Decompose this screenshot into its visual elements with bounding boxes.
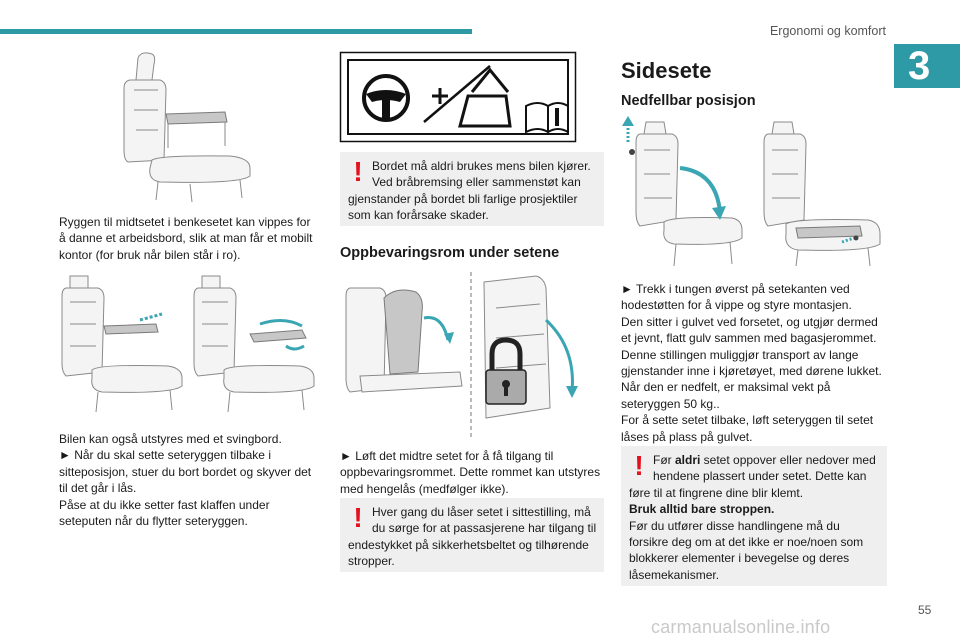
illustration-seat-table bbox=[123, 52, 251, 203]
warning-box-table: ! Bordet må aldri brukes mens bilen kjør… bbox=[340, 152, 604, 226]
warning-box-seatbelt: ! Hver gang du låser setet i sittestilli… bbox=[340, 498, 604, 572]
warning-text-tail: Før du utfører disse handlingene må du f… bbox=[629, 518, 864, 582]
warning-text: Bordet må aldri brukes mens bilen kjører… bbox=[348, 159, 591, 223]
text-line: Bilen kan også utstyres med et svingbord… bbox=[59, 432, 282, 446]
text-line: Den sitter i gulvet ved forsetet, og utg… bbox=[621, 314, 878, 346]
warning-text: Før aldri setet oppover eller nedover me… bbox=[629, 452, 881, 501]
paragraph-fold-seat: ► Trekk i tungen øverst på setekanten ve… bbox=[621, 281, 887, 445]
padlock-icon bbox=[485, 337, 527, 405]
heading-storage: Oppbevaringsrom under setene bbox=[340, 245, 560, 261]
illustration-swing-table-left bbox=[61, 275, 183, 413]
watermark: carmanualsonline.info bbox=[651, 617, 831, 637]
warning-strong: Bruk alltid bare stroppen. bbox=[629, 502, 775, 517]
exclamation-icon: ! bbox=[353, 502, 363, 533]
subsection-heading: Nedfellbar posisjon bbox=[621, 93, 756, 109]
section-heading: Sidesete bbox=[621, 58, 712, 83]
text-line: Påse at du ikke setter fast klaffen unde… bbox=[59, 497, 270, 529]
page-number: 55 bbox=[918, 603, 932, 617]
text-line: Denne stillingen muliggjør transport av … bbox=[621, 347, 882, 379]
exclamation-icon: ! bbox=[353, 156, 363, 187]
illustration-storage bbox=[345, 272, 578, 440]
no-driving-pictogram bbox=[339, 51, 577, 143]
header-accent-bar bbox=[0, 29, 472, 34]
warning-text-part: Før bbox=[653, 453, 675, 467]
text-line: Når den er nedfelt, er maksimal vekt på … bbox=[621, 380, 831, 411]
warning-text-emphasis: aldri bbox=[675, 453, 701, 467]
paragraph-swing-table: Bilen kan også utstyres med et svingbord… bbox=[59, 431, 319, 529]
manual-book-icon bbox=[525, 102, 569, 134]
steering-wheel-icon bbox=[362, 74, 410, 122]
section-title: Ergonomi og komfort bbox=[769, 24, 886, 38]
illustration-fold-seat-down bbox=[763, 121, 881, 267]
illustration-swing-table-right bbox=[193, 275, 315, 413]
text-line: ► Trekk i tungen øverst på setekanten ve… bbox=[621, 282, 852, 313]
paragraph-storage: ► Løft det midtre setet for å få tilgang… bbox=[340, 449, 601, 496]
warning-text: Hver gang du låser setet i sittestilling… bbox=[348, 505, 597, 569]
paragraph-work-table: Ryggen til midtsetet i benkesetet kan vi… bbox=[59, 215, 313, 262]
chapter-tab bbox=[894, 44, 960, 88]
exclamation-icon: ! bbox=[634, 450, 644, 481]
warning-text-part: setet oppover eller nedover med hendene … bbox=[629, 453, 876, 500]
text-line: ► Når du skal sette seteryggen tilbake i… bbox=[59, 448, 312, 496]
illustration-fold-seat-upright bbox=[622, 116, 743, 267]
warning-strong-text: Bruk alltid bare stroppen. bbox=[629, 501, 881, 517]
warning-box-fold-seat: ! Før aldri setet oppover eller nedover … bbox=[621, 446, 887, 586]
text-line: For å sette setet tilbake, løft seterygg… bbox=[621, 413, 874, 444]
chapter-number: 3 bbox=[908, 44, 931, 88]
